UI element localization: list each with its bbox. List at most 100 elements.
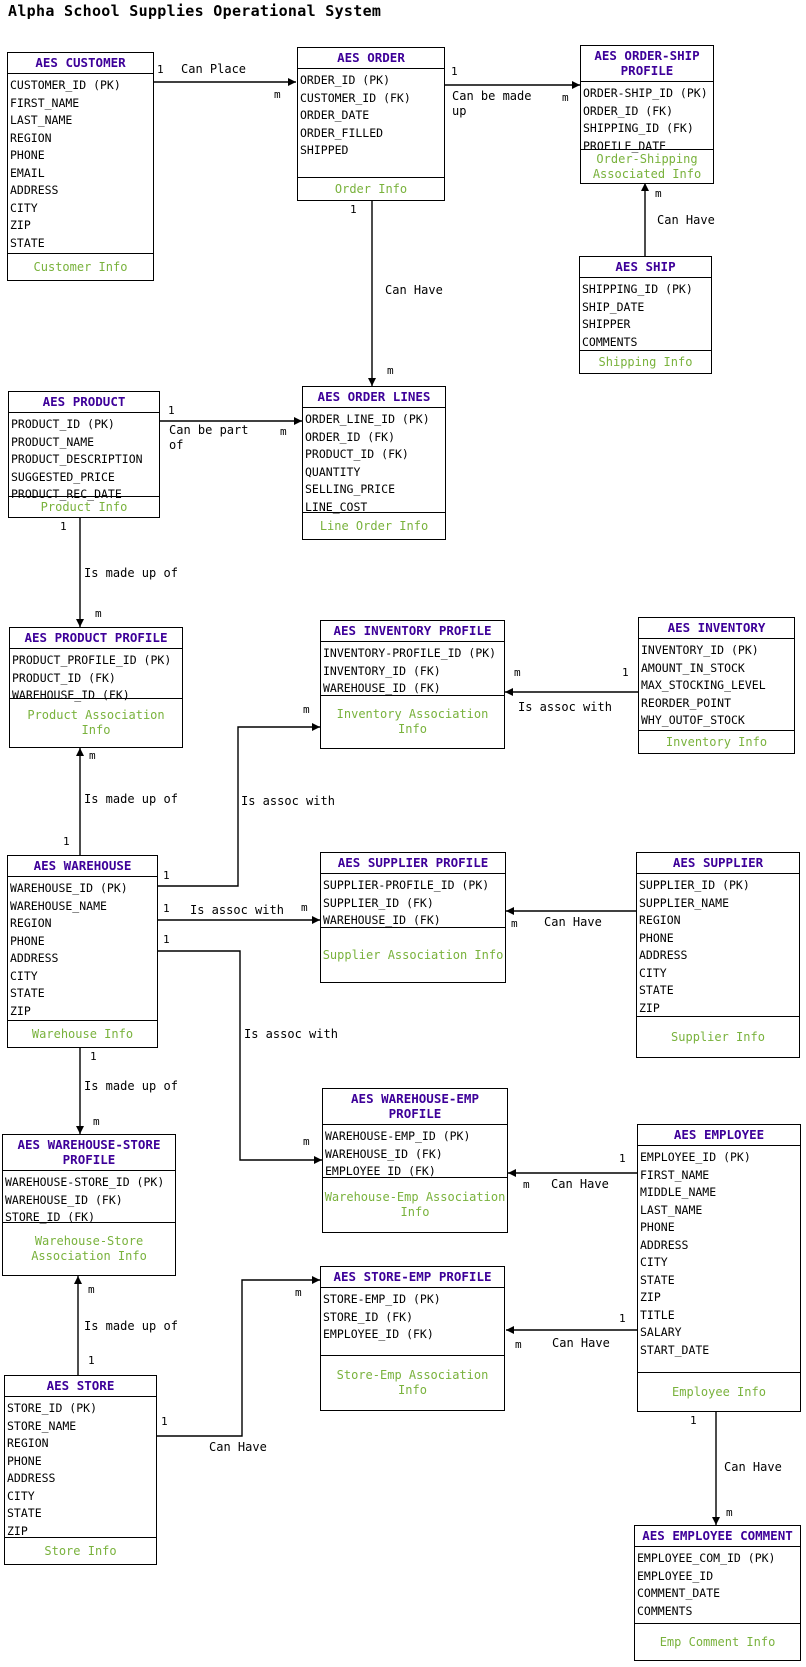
rel-label: Can Have: [724, 1460, 782, 1474]
entity-product-profile[interactable]: AES PRODUCT PROFILE PRODUCT_PROFILE_ID (…: [9, 627, 183, 748]
attribute: CUSTOMER_ID (PK): [10, 78, 121, 92]
entity-customer[interactable]: AES CUSTOMER CUSTOMER_ID (PK) FIRST_NAME…: [7, 52, 154, 281]
entity-inventory-profile[interactable]: AES INVENTORY PROFILE INVENTORY-PROFILE_…: [320, 620, 505, 749]
attribute: WAREHOUSE_ID (FK): [323, 681, 441, 695]
attribute-list: EMPLOYEE_COM_ID (PK) EMPLOYEE_ID COMMENT…: [635, 1547, 800, 1626]
attribute: EMPLOYEE_ID (FK): [325, 1164, 436, 1178]
attribute: CITY: [10, 200, 38, 215]
entity-footer: Store-Emp Association Info: [321, 1355, 504, 1410]
entity-footer: Shipping Info: [580, 350, 711, 373]
entity-footer: Inventory Association Info: [321, 695, 504, 748]
entity-ship[interactable]: AES SHIP SHIPPING_ID (PK) SHIP_DATE SHIP…: [579, 256, 712, 374]
entity-footer: Supplier Association Info: [321, 927, 505, 982]
attribute: STATE: [640, 1272, 675, 1287]
cardinality: 1: [163, 869, 170, 882]
cardinality: m: [562, 91, 569, 104]
attribute-list: STORE-EMP_ID (PK) STORE_ID (FK) EMPLOYEE…: [321, 1288, 504, 1350]
attribute: ZIP: [7, 1523, 28, 1538]
cardinality: 1: [161, 1415, 168, 1428]
entity-footer: Employee Info: [638, 1372, 800, 1411]
attribute: CITY: [640, 1255, 668, 1269]
attribute: PRODUCT_DESCRIPTION: [11, 452, 143, 466]
entity-footer: Product Info: [9, 496, 159, 517]
cardinality: 1: [157, 63, 164, 76]
rel-label: Is assoc with: [241, 794, 335, 808]
attribute: PRODUCT_ID (PK): [11, 417, 115, 431]
cardinality: 1: [451, 65, 458, 78]
line-warehouse-invprofile: [158, 723, 320, 887]
rel-label: Can Have: [544, 915, 602, 929]
attribute: WAREHOUSE-STORE_ID (PK): [5, 1175, 165, 1189]
attribute: SALARY: [640, 1325, 682, 1339]
attribute: ZIP: [10, 218, 31, 232]
rel-label: Can Have: [552, 1336, 610, 1350]
attribute: WAREHOUSE_NAME: [10, 898, 107, 913]
entity-title: AES EMPLOYEE: [638, 1125, 800, 1146]
line-store-storeemp: [157, 1276, 320, 1437]
entity-employee[interactable]: AES EMPLOYEE EMPLOYEE_ID (PK) FIRST_NAME…: [637, 1124, 801, 1412]
entity-product[interactable]: AES PRODUCT PRODUCT_ID (PK) PRODUCT_NAME…: [8, 391, 160, 518]
entity-title: AES ORDER-SHIP PROFILE: [581, 46, 713, 82]
cardinality: m: [515, 1338, 522, 1351]
entity-store[interactable]: AES STORE STORE_ID (PK) STORE_NAME REGIO…: [4, 1375, 157, 1565]
entity-warehouse-emp-profile[interactable]: AES WAREHOUSE-EMP PROFILE WAREHOUSE-EMP_…: [322, 1088, 508, 1233]
cardinality: m: [655, 187, 662, 200]
entity-inventory[interactable]: AES INVENTORY INVENTORY_ID (PK) AMOUNT_I…: [638, 617, 795, 754]
cardinality: 1: [90, 1050, 97, 1063]
attribute: SHIPPER: [582, 317, 631, 331]
attribute: CITY: [639, 965, 667, 980]
cardinality: 1: [63, 835, 70, 848]
entity-employee-comment[interactable]: AES EMPLOYEE COMMENT EMPLOYEE_COM_ID (PK…: [634, 1525, 801, 1661]
cardinality: m: [301, 901, 308, 914]
line-warehouse-whemp: [158, 950, 322, 1164]
cardinality: 1: [168, 404, 175, 417]
attribute: CUSTOMER_ID (FK): [300, 90, 411, 105]
attribute: INVENTORY_ID (PK): [641, 643, 759, 657]
cardinality: m: [387, 364, 394, 377]
entity-warehouse[interactable]: AES WAREHOUSE WAREHOUSE_ID (PK) WAREHOUS…: [7, 855, 158, 1048]
attribute: MIDDLE_NAME: [640, 1185, 717, 1199]
attribute: STATE: [10, 235, 45, 250]
cardinality: m: [514, 666, 521, 679]
entity-title: AES ORDER: [298, 48, 444, 69]
attribute: ZIP: [640, 1290, 661, 1304]
attribute: SHIPPING_ID (FK): [583, 121, 694, 135]
entity-footer: Order Info: [298, 177, 444, 200]
attribute: WHY_OUTOF_STOCK: [641, 713, 745, 727]
attribute: CITY: [7, 1488, 35, 1503]
entity-order-lines[interactable]: AES ORDER LINES ORDER_LINE_ID (PK) ORDER…: [302, 386, 446, 540]
attribute: EMAIL: [10, 165, 45, 180]
attribute-list: SHIPPING_ID (PK) SHIP_DATE SHIPPER COMME…: [580, 278, 711, 357]
entity-supplier[interactable]: AES SUPPLIER SUPPLIER_ID (PK) SUPPLIER_N…: [636, 852, 800, 1058]
entity-order[interactable]: AES ORDER ORDER_ID (PK) CUSTOMER_ID (FK)…: [297, 47, 445, 201]
entity-title: AES CUSTOMER: [8, 53, 153, 74]
attribute: COMMENTS: [582, 334, 638, 349]
attribute: STORE_ID (FK): [323, 1309, 414, 1324]
entity-title: AES ORDER LINES: [303, 387, 445, 408]
attribute-list: SUPPLIER_ID (PK) SUPPLIER_NAME REGION PH…: [637, 874, 799, 1023]
cardinality: 1: [619, 1312, 626, 1325]
rel-label: Can Have: [657, 213, 715, 227]
attribute: STORE_ID (FK): [5, 1210, 96, 1224]
entity-title: AES INVENTORY PROFILE: [321, 621, 504, 642]
entity-warehouse-store-profile[interactable]: AES WAREHOUSE-STORE PROFILE WAREHOUSE-ST…: [2, 1134, 176, 1276]
entity-supplier-profile[interactable]: AES SUPPLIER PROFILE SUPPLIER-PROFILE_ID…: [320, 852, 506, 983]
entity-title: AES STORE-EMP PROFILE: [321, 1267, 504, 1288]
cardinality: m: [726, 1506, 733, 1519]
attribute: EMPLOYEE_ID (PK): [640, 1150, 751, 1164]
entity-footer: Customer Info: [8, 253, 153, 280]
cardinality: m: [303, 1135, 310, 1148]
entity-store-emp-profile[interactable]: AES STORE-EMP PROFILE STORE-EMP_ID (PK) …: [320, 1266, 505, 1411]
entity-title: AES WAREHOUSE: [8, 856, 157, 877]
attribute: ADDRESS: [640, 1237, 689, 1252]
cardinality: 1: [619, 1152, 626, 1165]
attribute: REGION: [639, 913, 681, 927]
cardinality: m: [295, 1286, 302, 1299]
entity-title: AES INVENTORY: [639, 618, 794, 639]
attribute: QUANTITY: [305, 464, 361, 479]
attribute: ORDER_ID (FK): [305, 429, 396, 444]
attribute-list: EMPLOYEE_ID (PK) FIRST_NAME MIDDLE_NAME …: [638, 1146, 800, 1365]
attribute: REORDER_POINT: [641, 695, 732, 710]
entity-order-ship-profile[interactable]: AES ORDER-SHIP PROFILE ORDER-SHIP_ID (PK…: [580, 45, 714, 184]
attribute-list: PRODUCT_ID (PK) PRODUCT_NAME PRODUCT_DES…: [9, 413, 159, 510]
